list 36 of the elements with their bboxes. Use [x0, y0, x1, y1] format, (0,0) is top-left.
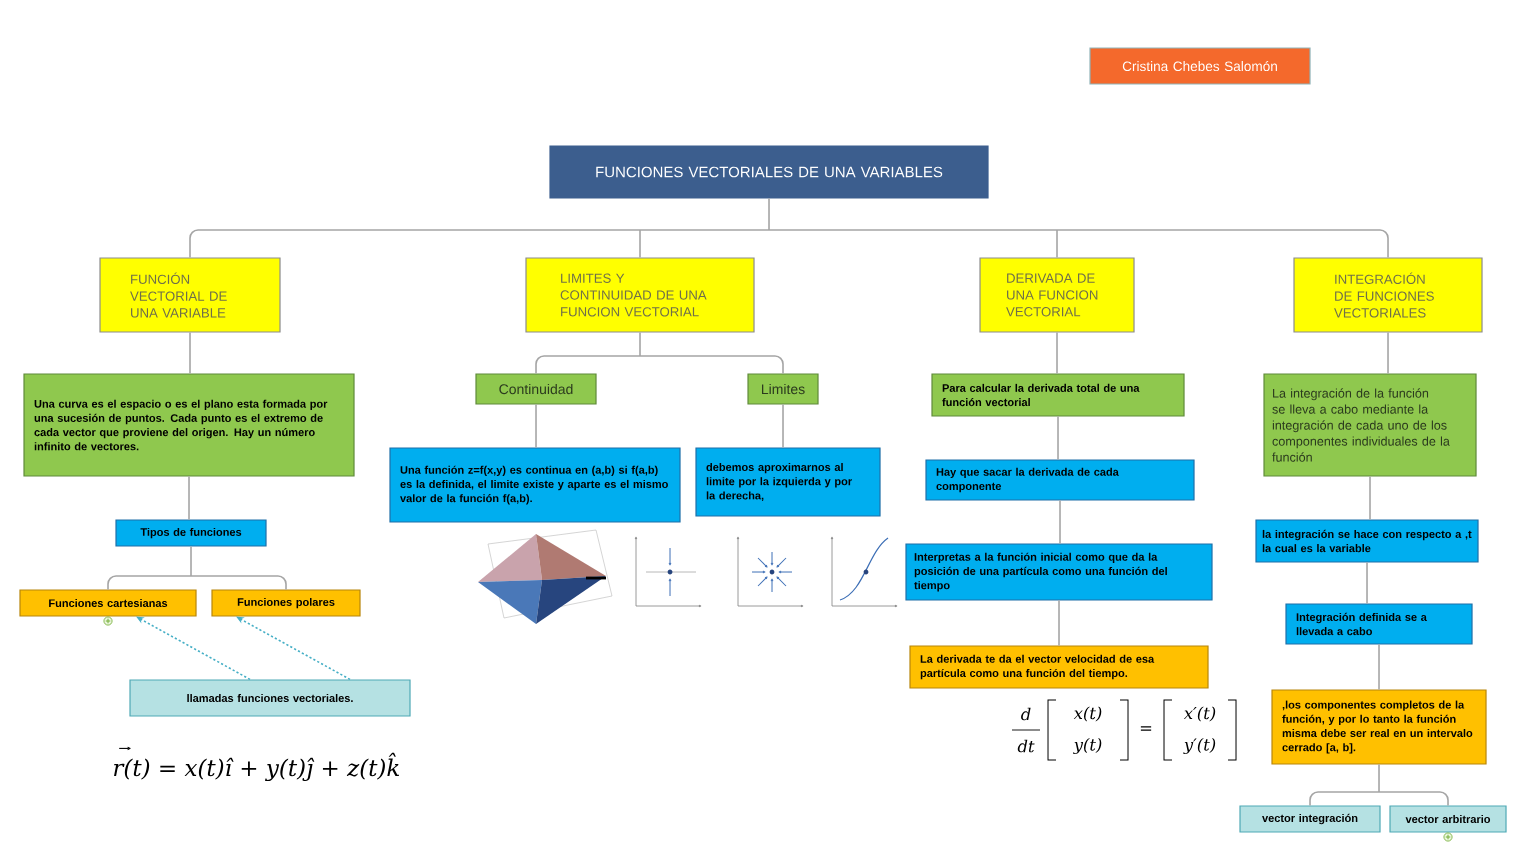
connector-line: [197, 197, 1381, 232]
connector-line: [188, 475, 190, 521]
formula-term: x′(t): [1183, 706, 1216, 722]
connector-line: [535, 403, 537, 449]
connector-line: [189, 331, 191, 375]
connector-line: [236, 616, 351, 681]
connector-line: [1058, 599, 1060, 647]
connector-line: [1366, 561, 1368, 605]
formula-term: x(t): [1073, 706, 1102, 722]
connector-line: [115, 545, 279, 578]
connector-line: [543, 331, 776, 358]
connector-line: [639, 229, 641, 259]
connector-line: [1439, 791, 1449, 807]
connector-line: [107, 575, 117, 591]
connector-line: [1379, 229, 1389, 259]
connector-line: [1369, 475, 1371, 521]
formula-term: dt: [1017, 739, 1035, 753]
connector-line: [1057, 415, 1059, 461]
connector-line: [774, 355, 784, 375]
formula-term: y(t): [1073, 737, 1102, 755]
equals-sign: =: [1140, 726, 1152, 731]
vector-formula: r(t) = x(t)î + y(t)ĵ + z(t)k̂: [114, 752, 399, 782]
formula-term: d: [1021, 707, 1031, 721]
connector-line: [277, 575, 287, 591]
connector-line: [782, 403, 784, 449]
connector-line: [1309, 791, 1319, 807]
connector-line: [136, 616, 251, 681]
connector-line: [1378, 643, 1380, 691]
connector-line: [1056, 229, 1058, 259]
formula-term: y′(t): [1183, 737, 1216, 755]
connector-line: [1317, 763, 1441, 794]
connector-line: [1059, 499, 1061, 545]
connector-line: [1387, 331, 1389, 375]
connector-line: [189, 229, 199, 259]
connector-line: [535, 355, 545, 375]
connector-line: [1056, 331, 1058, 375]
